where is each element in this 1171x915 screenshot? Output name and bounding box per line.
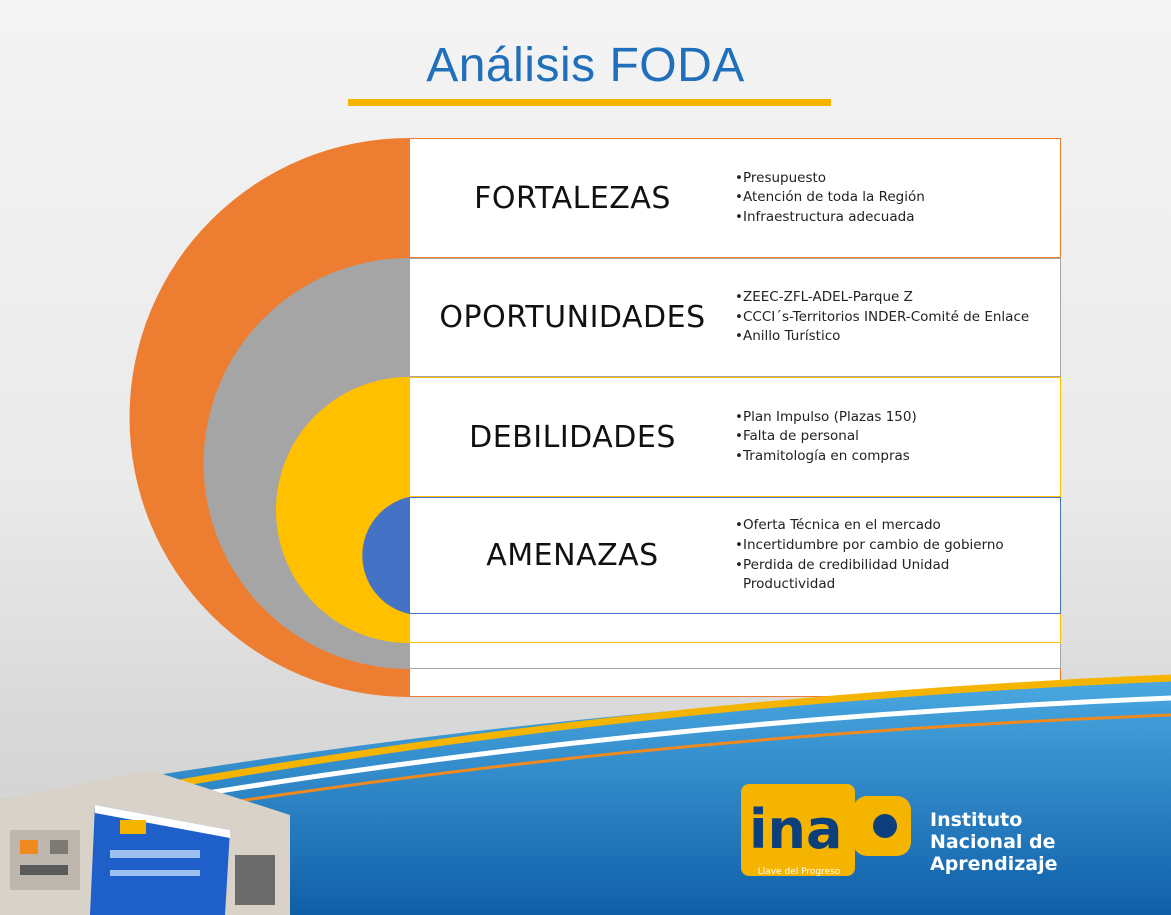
institution-line: Nacional de <box>930 830 1056 853</box>
list-item: Falta de personal <box>735 427 1035 447</box>
items-debilidades: Plan Impulso (Plazas 150) Falta de perso… <box>735 408 1035 467</box>
institution-name: Instituto Nacional de Aprendizaje <box>930 809 1058 876</box>
row-fortalezas: FORTALEZAS Presupuesto Atención de toda … <box>409 138 1061 258</box>
label-fortalezas: FORTALEZAS <box>474 180 671 216</box>
institution-line: Instituto <box>930 809 1023 831</box>
list-item: Tramitología en compras <box>735 447 1035 467</box>
list-item: Perdida de credibilidad Unidad Productiv… <box>735 556 1035 595</box>
list-item: Atención de toda la Región <box>735 188 1035 208</box>
label-debilidades: DEBILIDADES <box>469 419 676 455</box>
label-amenazas: AMENAZAS <box>486 538 659 573</box>
list-item: Oferta Técnica en el mercado <box>735 516 1035 536</box>
row-amenazas: AMENAZAS Oferta Técnica en el mercado In… <box>409 497 1061 614</box>
list-item: Infraestructura adecuada <box>735 208 1035 228</box>
institution-line: Aprendizaje <box>930 852 1058 875</box>
logo-tagline: Llave del Progreso <box>757 867 841 877</box>
list-item: Anillo Turístico <box>735 327 1035 347</box>
list-item: Incertidumbre por cambio de gobierno <box>735 536 1035 556</box>
empty-strip-oportunidades <box>409 643 1061 669</box>
items-fortalezas: Presupuesto Atención de toda la Región I… <box>735 169 1035 228</box>
building-image <box>0 770 290 915</box>
list-item: Presupuesto <box>735 169 1035 189</box>
row-debilidades: DEBILIDADES Plan Impulso (Plazas 150) Fa… <box>409 377 1061 497</box>
title-underline <box>348 99 831 106</box>
label-oportunidades: OPORTUNIDADES <box>439 300 706 335</box>
empty-strip-debilidades <box>409 614 1061 643</box>
slide-title: Análisis FODA <box>426 39 745 92</box>
ina-logo-icon: ina <box>741 784 911 876</box>
logo-mark: ina <box>749 798 842 861</box>
list-item: CCCI´s-Territorios INDER-Comité de Enlac… <box>735 308 1035 328</box>
list-item: Plan Impulso (Plazas 150) <box>735 408 1035 428</box>
items-oportunidades: ZEEC-ZFL-ADEL-Parque Z CCCI´s-Territorio… <box>735 288 1035 347</box>
items-amenazas: Oferta Técnica en el mercado Incertidumb… <box>735 516 1035 594</box>
row-oportunidades: OPORTUNIDADES ZEEC-ZFL-ADEL-Parque Z CCC… <box>409 258 1061 377</box>
arc-amenazas <box>362 497 409 614</box>
list-item: ZEEC-ZFL-ADEL-Parque Z <box>735 288 1035 308</box>
